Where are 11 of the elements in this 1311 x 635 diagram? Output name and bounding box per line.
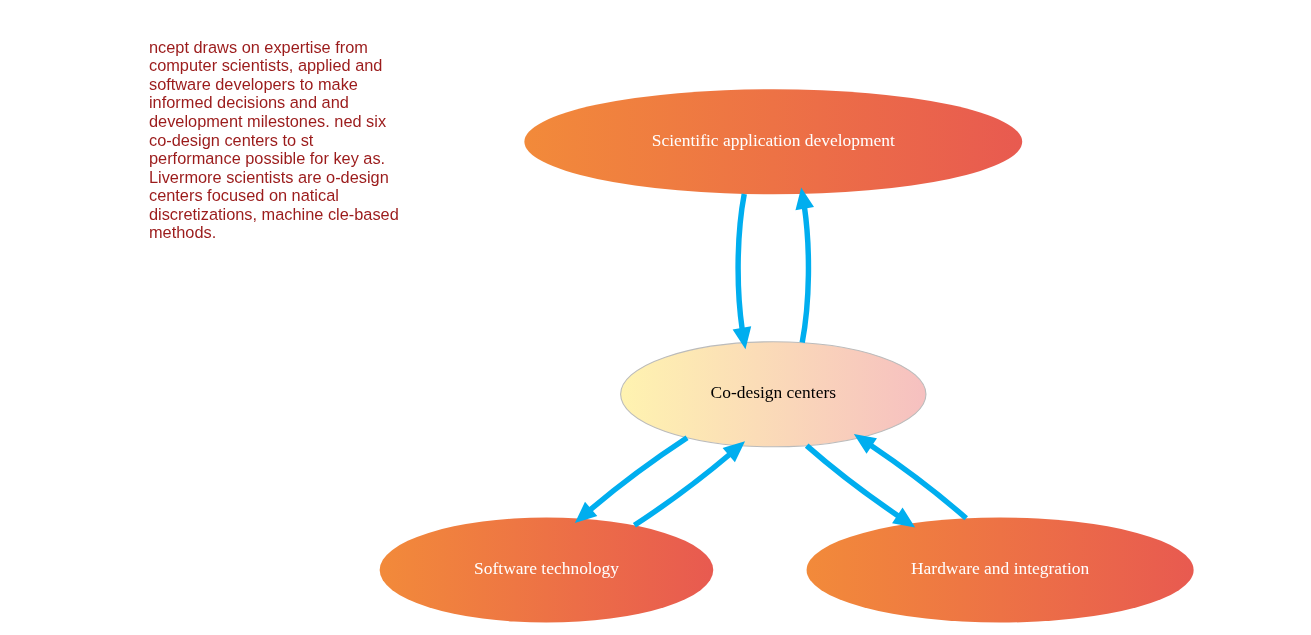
node-ellipse: Scientific application development <box>524 89 1023 195</box>
node-ellipse: Hardware and integration <box>806 517 1194 623</box>
node-ellipse: Co-design centers <box>620 341 927 448</box>
arrow <box>853 434 968 521</box>
arrow <box>574 435 689 524</box>
node-ellipse: Software technology <box>379 517 714 623</box>
arrow <box>732 193 752 350</box>
label: ncept draws on expertise from computer scientists, applied and software developers to make informed decisions and and development milestones. ned six co-design centers to st performance possible for key as. Livermore scientists are o-design centers focused on natical discretizations, machine cle-based methods. <box>148 37 399 242</box>
arrow <box>795 187 814 343</box>
arrow <box>632 441 746 528</box>
arrow <box>804 443 916 528</box>
